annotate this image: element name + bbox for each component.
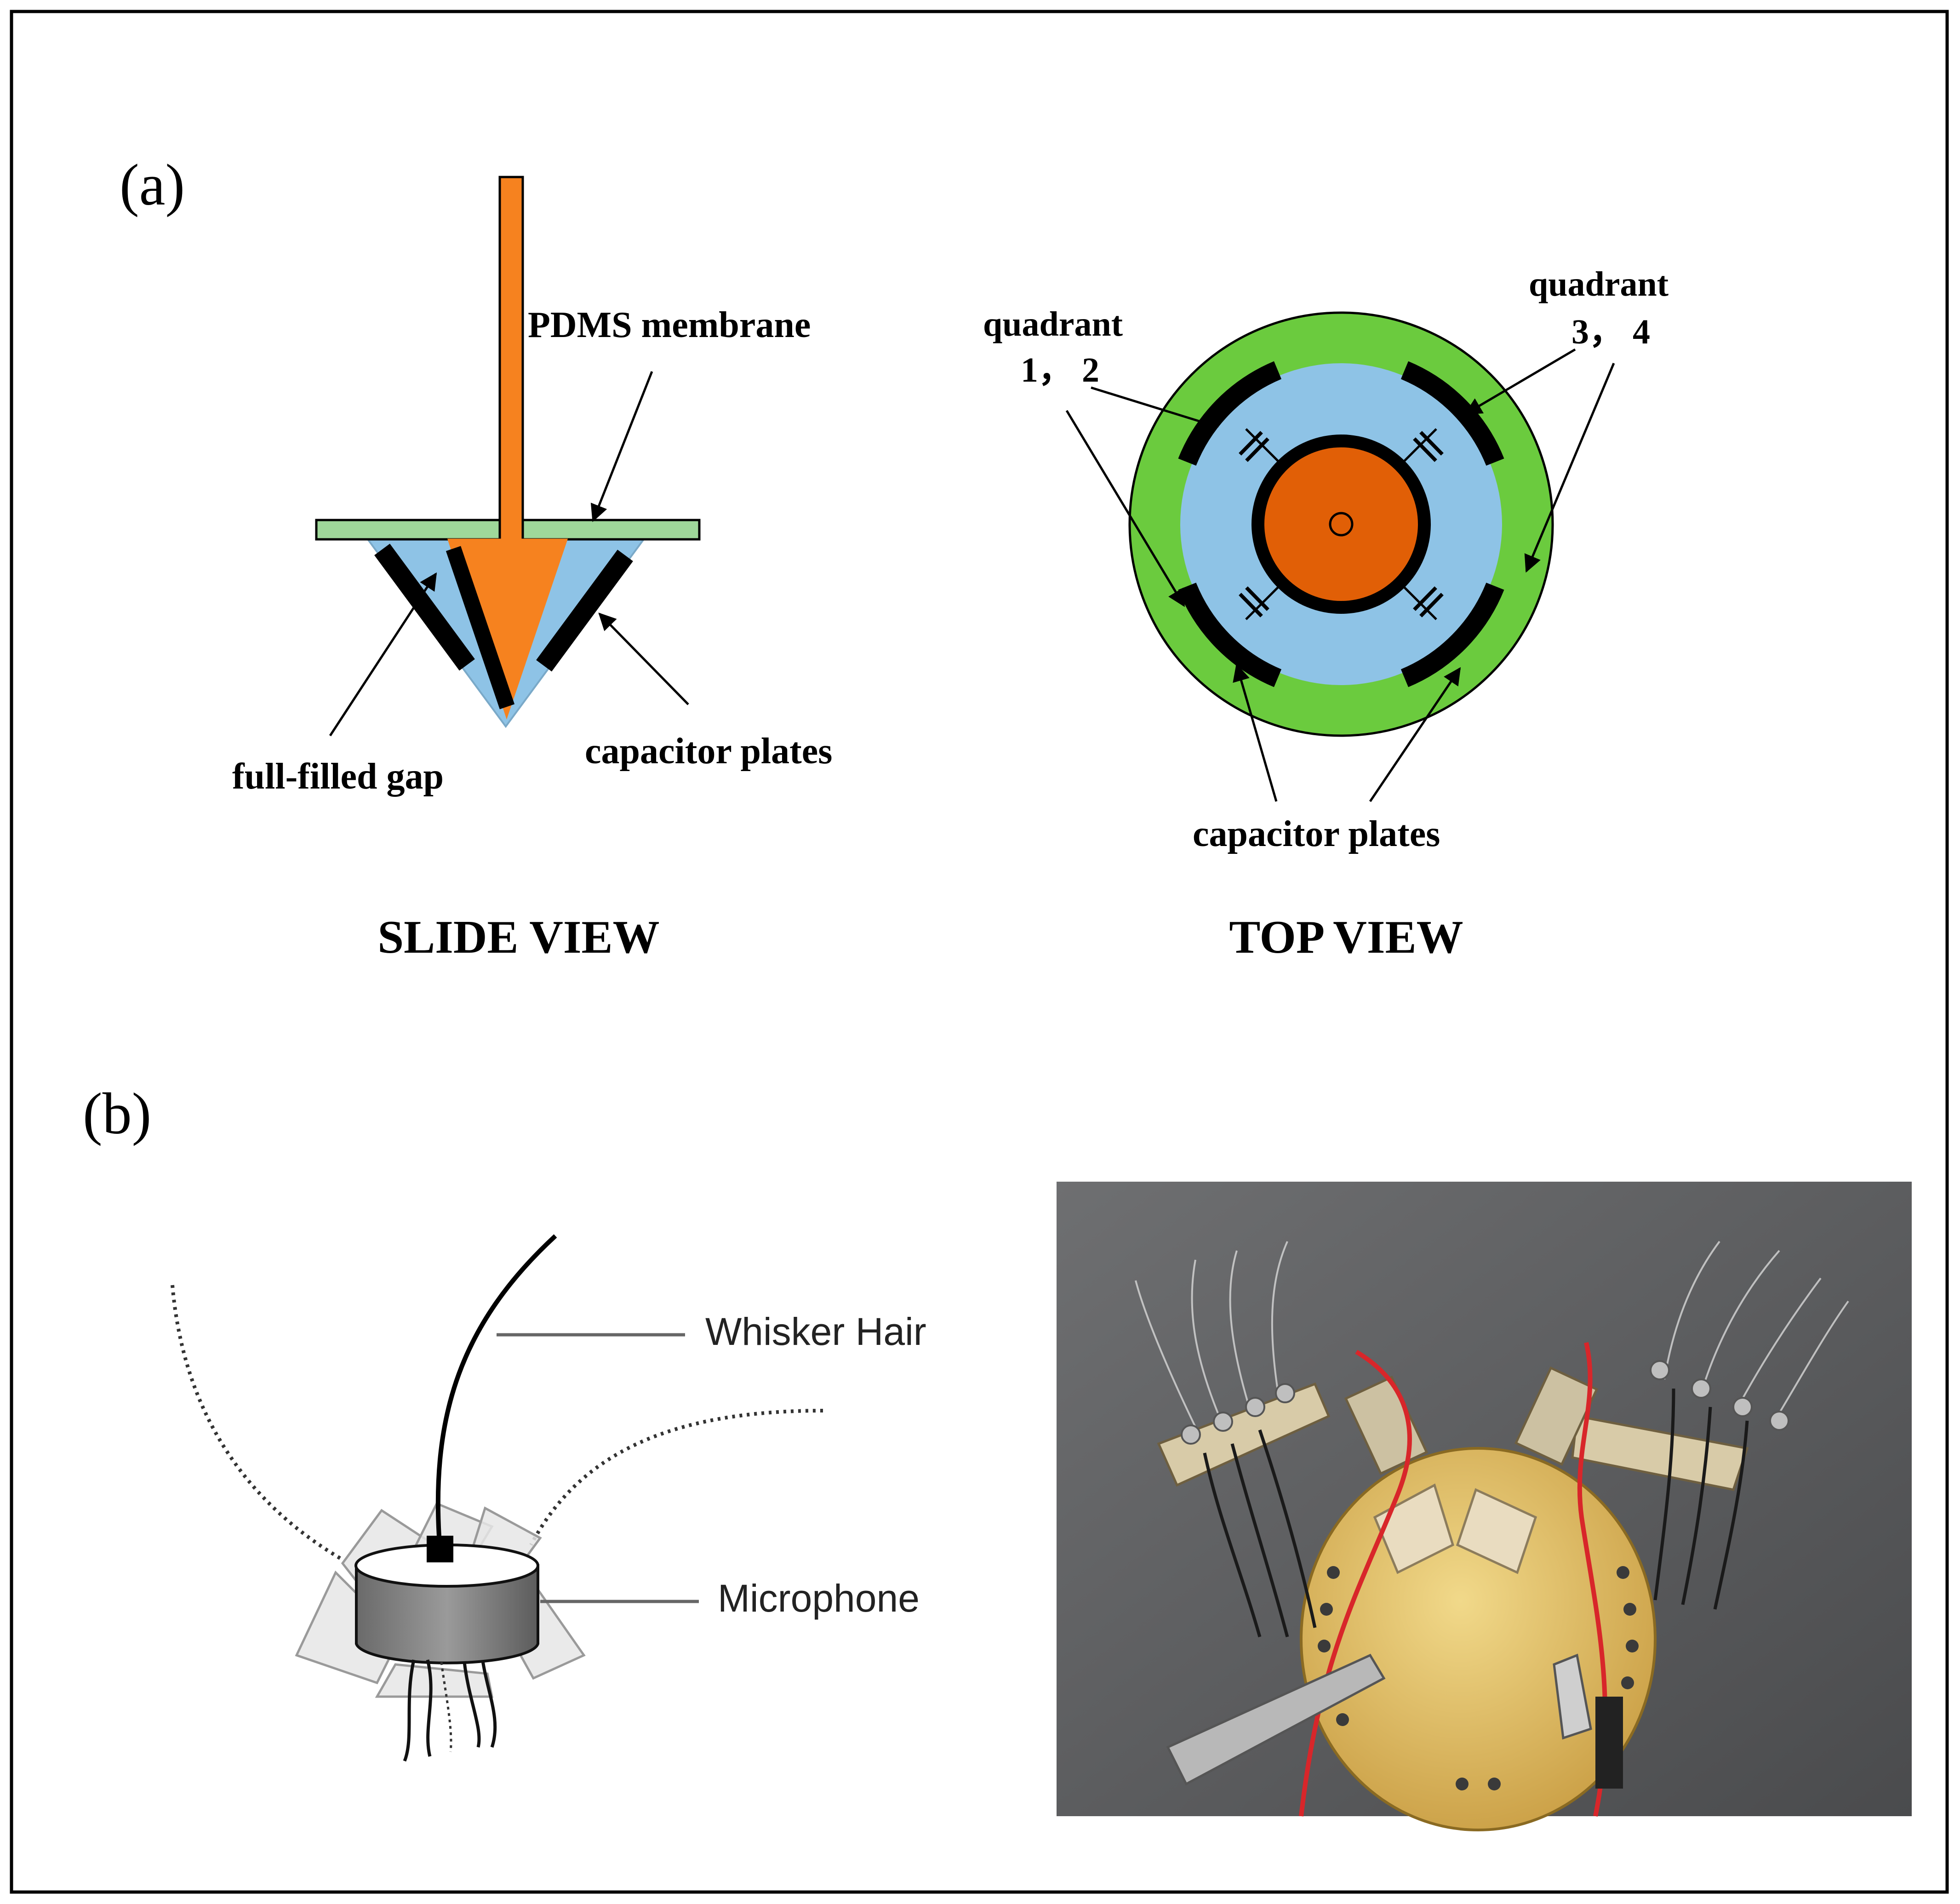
quadrant-3-4-label: quadrant bbox=[1529, 265, 1669, 303]
pointer-arrow bbox=[1524, 363, 1615, 573]
capacitor-plate-arc bbox=[1178, 583, 1282, 687]
quadrant-3-4-numbers: 3， 4 bbox=[1571, 313, 1650, 351]
pointer-arrow bbox=[1065, 410, 1185, 607]
cylinder-body bbox=[355, 1564, 539, 1664]
mount-block bbox=[1514, 1366, 1599, 1466]
full-filled-gap-label: full-filled gap bbox=[232, 756, 444, 797]
capacitor-plate-arc bbox=[1178, 361, 1282, 466]
orange-core bbox=[1264, 447, 1418, 601]
pointer-arrow bbox=[1091, 386, 1219, 431]
capacitor-plate bbox=[536, 549, 633, 672]
whisker-hairs bbox=[1135, 1241, 1849, 1435]
capacitor-plate-arc bbox=[1400, 583, 1504, 687]
whisker-microphone-diagram bbox=[171, 1234, 823, 1762]
sensor-caps bbox=[1181, 1360, 1789, 1445]
whisker-base bbox=[427, 1536, 453, 1562]
mount-block bbox=[1344, 1375, 1429, 1475]
wire bbox=[481, 1660, 497, 1748]
wire bbox=[403, 1659, 416, 1762]
probe-shaft bbox=[498, 176, 524, 542]
capacitor-plates-label-side: capacitor plates bbox=[585, 731, 832, 772]
microphone-label: Microphone bbox=[718, 1577, 920, 1620]
sensor-array-photo bbox=[1057, 1182, 1912, 1831]
dotted-whisker bbox=[529, 1409, 823, 1546]
capacitor-symbols bbox=[1239, 428, 1444, 620]
panel-b-label: (b) bbox=[83, 1081, 151, 1146]
capacitor-plates-label-top: capacitor plates bbox=[1193, 814, 1440, 854]
pointer-arrow bbox=[1464, 348, 1576, 415]
slide-view-title: SLIDE VIEW bbox=[377, 911, 659, 963]
wire bbox=[426, 1659, 433, 1757]
connector bbox=[1595, 1697, 1623, 1789]
capacitor-plate-arc bbox=[1400, 361, 1504, 466]
dotted-whisker bbox=[171, 1285, 346, 1563]
pointer-arrow bbox=[1233, 663, 1278, 802]
quadrant-1-2-label: quadrant bbox=[983, 305, 1123, 343]
top-view-title: TOP VIEW bbox=[1229, 911, 1463, 963]
pointer-arrow bbox=[1369, 667, 1461, 802]
panel-a-label: (a) bbox=[120, 152, 185, 217]
alligator-clip bbox=[1166, 1653, 1386, 1786]
side-view-diagram bbox=[315, 176, 701, 737]
center-hole bbox=[1329, 512, 1354, 537]
top-view-diagram bbox=[1065, 311, 1615, 802]
pdms-membrane-label: PDMS membrane bbox=[528, 305, 811, 345]
pointer-arrow bbox=[329, 572, 437, 737]
whisker-hair-label: Whisker Hair bbox=[705, 1310, 926, 1353]
bracket bbox=[1456, 1488, 1537, 1574]
quadrant-1-2-numbers: 1， 2 bbox=[1021, 351, 1099, 389]
capacitor-plate-arcs bbox=[1178, 361, 1504, 687]
capacitor-plate bbox=[374, 543, 475, 671]
pointer-arrow bbox=[598, 612, 689, 705]
capacitor-plate bbox=[446, 546, 515, 709]
wire bbox=[463, 1662, 481, 1748]
pointer-arrow bbox=[590, 371, 653, 522]
whisker-hair bbox=[435, 1234, 557, 1537]
alligator-clip bbox=[1553, 1653, 1592, 1740]
